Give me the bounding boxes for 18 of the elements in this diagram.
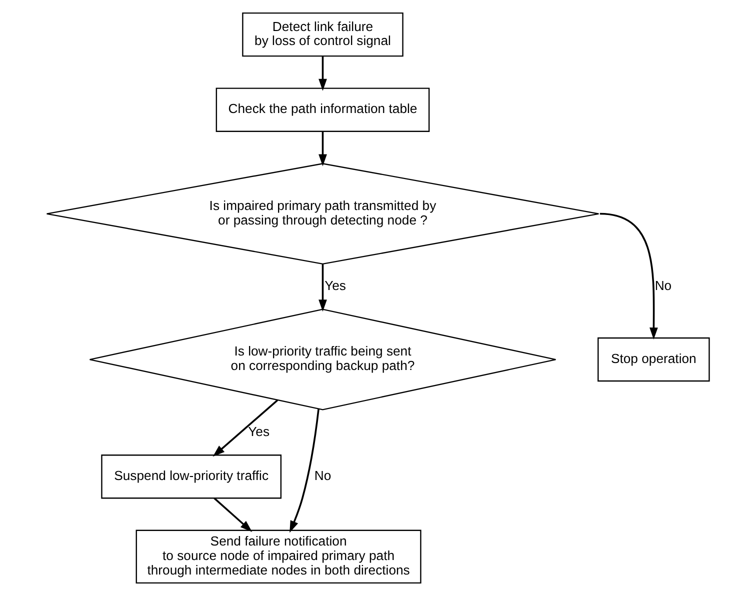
edge-label: Yes [324, 278, 346, 293]
node-box: Stop operation [598, 337, 710, 382]
node-diamond: Is low-priority traffic being sent on corresponding backup path? [89, 308, 556, 410]
arrow [212, 400, 278, 457]
arrow [318, 56, 327, 91]
arrow [290, 408, 320, 533]
node-diamond: Is impaired primary path transmitted by or passing through detecting node ? [46, 163, 600, 265]
node-box: Detect link failure by loss of control signal [242, 12, 404, 57]
edge-label: No [314, 468, 332, 483]
node-box: Check the path information table [216, 88, 430, 132]
arrow [318, 264, 327, 312]
arrow [214, 498, 252, 532]
node-box: Suspend low-priority traffic [101, 454, 282, 499]
arrow [600, 212, 658, 340]
arrow [318, 132, 327, 166]
edge-label: No [654, 278, 672, 293]
node-box: Send failure notification to source node of impaired primary path through intermediate nodes in both directions [136, 530, 422, 584]
edge-label: Yes [248, 424, 270, 439]
